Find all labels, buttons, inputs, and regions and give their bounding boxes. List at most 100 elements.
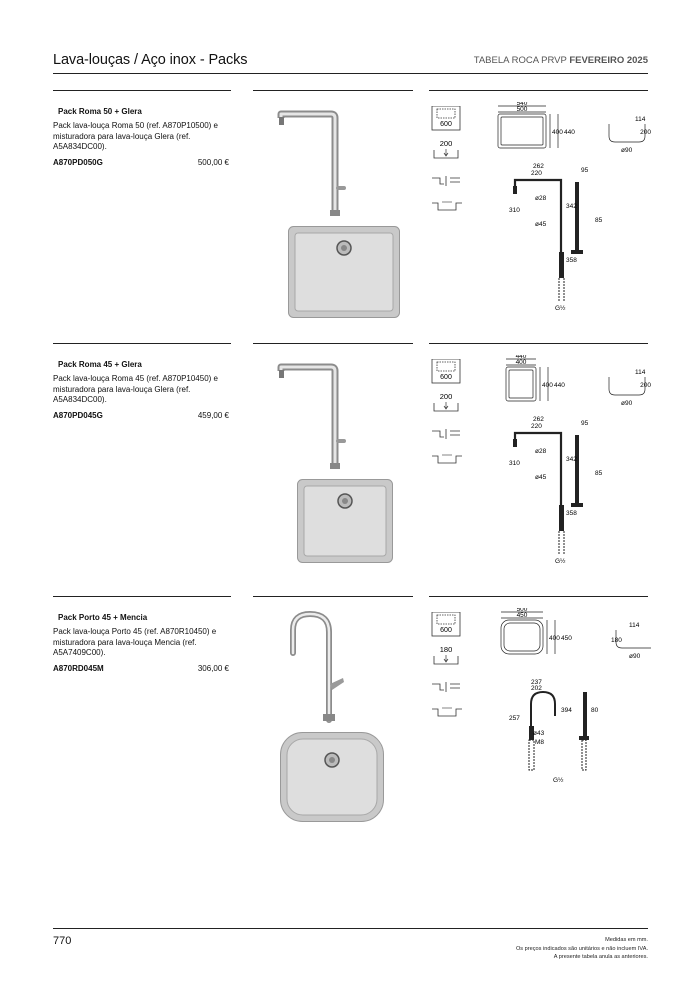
dim-label: 257	[509, 715, 520, 722]
installation-specs: 600 200	[430, 105, 468, 221]
dim-label: 310	[509, 460, 520, 467]
dim-label: 200	[640, 129, 651, 136]
edition-date: FEVEREIRO 2025	[569, 55, 648, 66]
section-divider	[429, 343, 648, 344]
page-title: Lava-louças / Aço inox - Packs	[53, 52, 248, 68]
dim-label: ø28	[535, 448, 547, 455]
dim-label: 180	[611, 637, 622, 644]
dim-label: ø45	[535, 221, 547, 228]
dim-label: 342	[566, 456, 577, 463]
footer-note: Medidas em mm.	[605, 937, 648, 943]
dim-label: ø28	[535, 195, 547, 202]
dim-label: 114	[635, 369, 646, 376]
dim-label: 450	[517, 612, 528, 619]
dim-label: 540	[517, 102, 528, 107]
section-divider	[253, 343, 413, 344]
bowl-depth: 180	[440, 645, 453, 654]
dim-label: 394	[561, 707, 572, 714]
dim-label: 440	[516, 355, 527, 360]
dim-label: 450	[561, 635, 572, 642]
pack-section: Pack Porto 45 + Mencia Pack lava-louça P…	[53, 596, 658, 846]
dim-label: 310	[509, 207, 520, 214]
dim-label: 200	[640, 382, 651, 389]
spec-icons: 600 200	[431, 358, 462, 464]
sink-photo	[288, 226, 400, 318]
spec-icons: 600 200	[431, 105, 462, 211]
dim-label: G½	[553, 776, 564, 784]
section-divider	[253, 596, 413, 597]
dim-label: 95	[581, 420, 589, 427]
installation-specs: 600 200	[430, 358, 468, 474]
dim-label: 237	[531, 679, 542, 686]
dim-label: 80	[591, 707, 599, 714]
footer-divider	[53, 928, 648, 929]
cabinet-width: 600	[440, 121, 452, 128]
dim-label: 262	[533, 163, 544, 170]
dimension-drawing: 440 400 400 440 114 200 ø90 262 220 95 3…	[481, 353, 651, 575]
pack-price: 500,00 €	[197, 158, 229, 167]
faucet-photo	[277, 363, 346, 469]
dim-label: 358	[566, 510, 577, 517]
faucet-photo	[277, 110, 346, 216]
dim-label: 358	[566, 257, 577, 264]
dim-label: 400	[549, 635, 560, 642]
dim-label: 85	[595, 470, 603, 477]
section-divider	[429, 90, 648, 91]
dim-label: 440	[564, 129, 575, 136]
dim-label: ø43	[533, 730, 545, 737]
sink-photo	[297, 479, 393, 563]
dim-label: 262	[533, 416, 544, 423]
dim-label: ø90	[629, 653, 641, 660]
sink-photo	[280, 732, 384, 822]
section-divider	[53, 343, 231, 344]
dim-label: 220	[531, 423, 542, 430]
pack-description: Pack lava-louça Roma 50 (ref. A870P10500…	[53, 121, 218, 151]
dim-label: ø90	[621, 400, 633, 407]
sink-image	[288, 226, 400, 323]
sink-image	[280, 732, 384, 827]
pack-description: Pack lava-louça Roma 45 (ref. A870P10450…	[53, 374, 218, 404]
pack-price: 306,00 €	[197, 664, 229, 673]
footer-notes: Medidas em mm. Os preços indicados são u…	[516, 936, 648, 962]
product-photo	[273, 102, 363, 227]
dimension-drawing: 500 450 400 450 114 180 ø90 237 202 257 …	[481, 606, 658, 828]
bowl-depth: 200	[440, 139, 453, 148]
dim-label: 500	[517, 608, 528, 613]
catalog-edition: TABELA ROCA PRVP FEVEREIRO 2025	[474, 55, 648, 66]
page-number: 770	[53, 935, 72, 947]
dim-label: G½	[555, 304, 566, 312]
dim-label: ø45	[535, 474, 547, 481]
cabinet-width: 600	[440, 374, 452, 381]
bowl-depth: 200	[440, 392, 453, 401]
pack-name: Pack Roma 50 + Glera	[58, 107, 142, 116]
spec-icons: 600 180	[431, 611, 462, 717]
section-divider	[53, 90, 231, 91]
technical-drawing: 500 450 400 450 114 180 ø90 237 202 257 …	[500, 606, 658, 784]
pack-reference: A870PD050G	[53, 158, 103, 167]
dim-label: 440	[554, 382, 565, 389]
dim-label: ø90	[621, 147, 633, 154]
sink-image	[297, 479, 393, 568]
footer-note: A presente tabela anula as anteriores.	[553, 954, 648, 961]
installation-specs: 600 180	[430, 611, 468, 727]
pack-reference: A870RD045M	[53, 664, 104, 673]
catalog-name: TABELA ROCA PRVP	[473, 55, 567, 66]
dim-label: 85	[595, 217, 603, 224]
section-divider	[429, 596, 648, 597]
technical-drawing: 440 400 400 440 114 200 ø90 262 220 95 3…	[505, 353, 651, 565]
pack-price: 459,00 €	[197, 411, 229, 420]
header-divider	[53, 73, 648, 74]
product-photo	[273, 355, 363, 480]
pack-reference: A870PD045G	[53, 411, 103, 420]
dimension-drawing: 540 500 400 440 114 200 ø90 262 220 95 3…	[481, 100, 651, 322]
dim-label: 400	[516, 359, 527, 366]
dim-label: G½	[555, 557, 566, 565]
dim-label: 500	[517, 106, 528, 113]
footer-note: Os preços indicados são unitários e não …	[515, 945, 648, 952]
dim-label: 95	[581, 167, 589, 174]
pack-section: Pack Roma 45 + Glera Pack lava-louça Rom…	[53, 343, 651, 593]
dim-label: 342	[566, 203, 577, 210]
section-divider	[53, 596, 231, 597]
pack-description: Pack lava-louça Porto 45 (ref. A870R1045…	[53, 627, 217, 657]
pack-section: Pack Roma 50 + Glera Pack lava-louça Rom…	[53, 90, 651, 340]
